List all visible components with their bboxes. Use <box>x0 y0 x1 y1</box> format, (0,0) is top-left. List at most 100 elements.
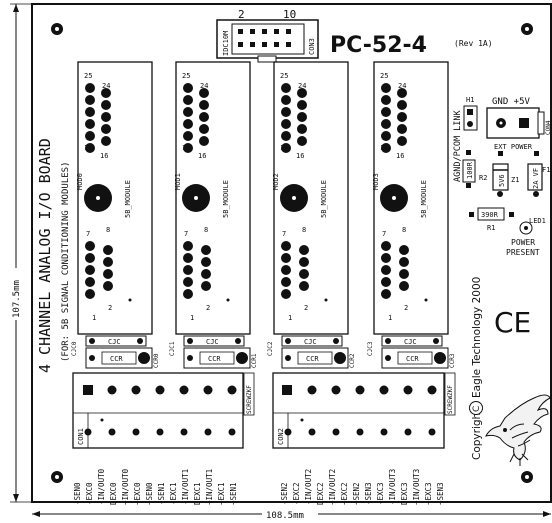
module-pin <box>183 107 193 117</box>
module-pin <box>297 136 307 146</box>
terminal-label: DEXC3 <box>400 482 409 505</box>
wire-hole <box>380 428 388 436</box>
module-pin <box>85 119 95 129</box>
module-pin <box>85 253 95 263</box>
module-pin <box>201 257 211 267</box>
module-pin <box>399 269 409 279</box>
pin-number: 24 <box>102 82 110 90</box>
board-title: PC-52-4 <box>330 33 427 58</box>
module-label: 5B_MODULE <box>320 180 328 218</box>
ribbon-pin-left: 2 <box>238 8 245 21</box>
pin-number: 16 <box>396 152 404 160</box>
pin-number: 2 <box>108 304 112 312</box>
terminal-label: -SEN3 <box>364 482 373 505</box>
con2-label: CON2 <box>277 428 285 445</box>
z1-label: Z1 <box>511 176 519 184</box>
screw-hole <box>379 385 389 395</box>
module-pin <box>201 281 211 291</box>
module-pin <box>201 269 211 279</box>
ccr-name: CCR3 <box>449 353 456 368</box>
module-pin <box>397 112 407 122</box>
module-pin <box>297 88 307 98</box>
module-pin <box>297 100 307 110</box>
wire-hole <box>356 428 364 436</box>
screw-hole <box>331 385 341 395</box>
screw-hole <box>179 385 189 395</box>
wire-hole <box>308 428 316 436</box>
module-pin <box>183 289 193 299</box>
module-pin <box>183 241 193 251</box>
module-pin <box>281 241 291 251</box>
terminal-block-right: CON2 <box>272 372 445 449</box>
gnd-5v-label: GND +5V <box>492 97 531 107</box>
screw-hole <box>427 385 437 395</box>
terminal-label: +SEN3 <box>436 482 445 505</box>
cjc-name: CJC2 <box>267 341 274 356</box>
wire-hole <box>404 428 412 436</box>
cjc-block <box>183 335 245 347</box>
module-label: 5B_MODULE <box>124 180 132 218</box>
module-pin <box>199 112 209 122</box>
pin-number: 24 <box>398 82 406 90</box>
ccr-text: CCR <box>110 355 123 363</box>
module-pin <box>397 136 407 146</box>
cjc-block <box>281 335 343 347</box>
module-pin <box>399 257 409 267</box>
module-pin <box>381 253 391 263</box>
pin-number: 2 <box>206 304 210 312</box>
con4-label: CON4 <box>545 120 552 135</box>
led-label: LED1 <box>529 217 546 225</box>
wire-hole <box>132 428 140 436</box>
module-label: 5B_MODULE <box>222 180 230 218</box>
copyright-text: Copyright C Eagle Technology 2000 <box>469 277 483 460</box>
terminal-label: -IN/OUT0 <box>97 468 106 505</box>
module-pin <box>101 136 111 146</box>
wire-hole <box>284 428 292 436</box>
r1-label: R1 <box>487 224 495 232</box>
module-pin <box>183 119 193 129</box>
cjc-text: CJC <box>304 338 317 346</box>
terminal-label: +EXC2 <box>340 482 349 505</box>
ccr-name: CCR2 <box>349 353 356 368</box>
module-pin <box>381 143 391 153</box>
wire-hole <box>84 428 92 436</box>
pin-number: 25 <box>84 72 92 80</box>
pin-number: 8 <box>402 226 406 234</box>
copyright-symbol: C <box>472 406 482 412</box>
module-pin <box>85 265 95 275</box>
terminal-label: DEXC2 <box>316 482 325 505</box>
module-pin <box>299 269 309 279</box>
pin-number: 7 <box>184 230 188 238</box>
terminal-label: +IN/OUT1 <box>205 469 214 505</box>
module-pin <box>281 265 291 275</box>
module-pin <box>183 143 193 153</box>
con3-label: CON3 <box>308 38 316 55</box>
pin-number: 1 <box>388 314 392 322</box>
module-pin <box>199 88 209 98</box>
module-pin <box>399 245 409 255</box>
pin-number: 16 <box>198 152 206 160</box>
terminal-label: -IN/OUT1 <box>181 469 190 505</box>
screw-hole <box>355 385 365 395</box>
module-pin <box>381 277 391 287</box>
terminal-label: -EXC2 <box>292 482 301 505</box>
screw-label-left: SCREWZKF <box>246 385 253 414</box>
power-present-line1: POWER <box>511 238 535 247</box>
f1-value: 2A VF <box>532 168 540 189</box>
ccr-text: CCR <box>406 355 419 363</box>
pin-number: 16 <box>296 152 304 160</box>
wire-hole <box>428 428 436 436</box>
screw-hole <box>107 385 117 395</box>
module-area: MOD05B_MODULE252417167812CJCCJC0CCRCCR0M… <box>71 61 456 369</box>
width-label: 108.5mm <box>266 511 304 521</box>
module-pin <box>297 112 307 122</box>
screw-hole <box>203 385 213 395</box>
screw-hole <box>227 385 237 395</box>
module-pin <box>281 289 291 299</box>
terminal-label: -EXC3 <box>376 482 385 505</box>
cjc-name: CJC3 <box>367 341 374 356</box>
cjc-text: CJC <box>206 338 219 346</box>
module-pin <box>281 143 291 153</box>
